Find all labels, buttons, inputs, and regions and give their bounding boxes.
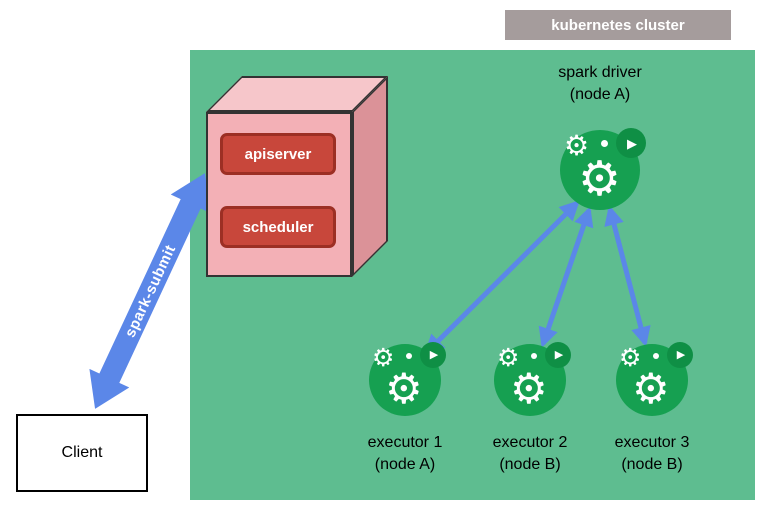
spark-driver-label: spark driver (node A) (530, 62, 670, 106)
gear-icon: ⚙ (372, 344, 395, 372)
executor-2-name: executor 2 (492, 434, 568, 451)
spark-submit-label: spark-submit (121, 242, 179, 341)
executor-3-pod: ⚙ ⚙ ▶ (616, 342, 693, 416)
play-icon: ▶ (667, 342, 693, 368)
executor-3-node: (node B) (621, 456, 683, 473)
play-icon: ▶ (420, 342, 446, 368)
executor-1-node: (node A) (374, 456, 436, 473)
gear-icon: ⚙ (385, 365, 423, 412)
apiserver-label: apiserver (244, 145, 312, 163)
executor-3-label: executor 3 (node B) (587, 432, 717, 476)
control-plane-cube: apiserver scheduler (206, 112, 352, 277)
kubernetes-cluster-label: kubernetes cluster (505, 10, 731, 40)
gear-icon: ⚙ (578, 153, 622, 206)
gear-icon: ⚙ (497, 344, 520, 372)
scheduler-box: scheduler (220, 206, 336, 248)
dot-icon (653, 353, 659, 359)
executor-1-name: executor 1 (367, 434, 443, 451)
pod-circle: ⚙ ⚙ ▶ (494, 342, 571, 416)
executor-1-pod: ⚙ ⚙ ▶ (369, 342, 446, 416)
pod-circle: ⚙ ⚙ ▶ (560, 128, 646, 210)
spark-driver-node: (node A) (569, 86, 631, 103)
spark-driver-name: spark driver (558, 64, 642, 81)
gear-icon: ⚙ (564, 130, 590, 161)
pod-circle: ⚙ ⚙ ▶ (616, 342, 693, 416)
spark-driver-pod: ⚙ ⚙ ▶ (560, 128, 646, 210)
gear-icon: ⚙ (632, 365, 670, 412)
dot-icon (601, 140, 608, 147)
gear-icon: ⚙ (510, 365, 548, 412)
play-icon: ▶ (545, 342, 571, 368)
client-label: Client (61, 444, 103, 461)
executor-3-name: executor 3 (614, 434, 690, 451)
play-icon: ▶ (616, 128, 646, 158)
pod-circle: ⚙ ⚙ ▶ (369, 342, 446, 416)
scheduler-label: scheduler (242, 218, 314, 236)
executor-2-label: executor 2 (node B) (465, 432, 595, 476)
apiserver-box: apiserver (220, 133, 336, 175)
executor-2-pod: ⚙ ⚙ ▶ (494, 342, 571, 416)
gear-icon: ⚙ (619, 344, 642, 372)
client-box: Client (16, 414, 148, 492)
executor-2-node: (node B) (499, 456, 561, 473)
dot-icon (406, 353, 412, 359)
executor-1-label: executor 1 (node A) (340, 432, 470, 476)
dot-icon (531, 353, 537, 359)
